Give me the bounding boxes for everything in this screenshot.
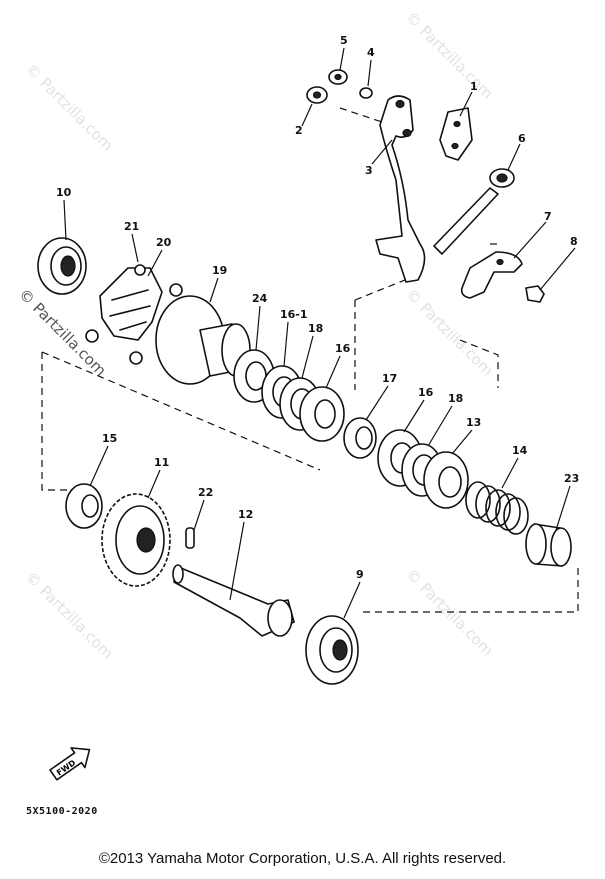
collar-part-17-inner <box>355 426 373 450</box>
seal-part-6-hole <box>496 173 508 183</box>
kick-shaft-group <box>101 493 359 685</box>
shaft-part-12-end <box>172 564 184 584</box>
exploded-parts-diagram: © Partzilla.com © Partzilla.com © Partzi… <box>15 8 579 781</box>
collar-part-23-back <box>525 523 547 565</box>
alignment-line <box>41 351 321 471</box>
callout-5: 5 <box>340 34 348 47</box>
alignment-line <box>41 352 78 491</box>
callout-11: 11 <box>154 456 169 469</box>
callout-7: 7 <box>544 210 552 223</box>
callout-12: 12 <box>238 508 253 521</box>
callout-3: 3 <box>365 164 373 177</box>
link-plate-part-1 <box>439 107 473 161</box>
shift-drum-group <box>37 237 183 529</box>
link-plate-hole <box>451 142 459 150</box>
callout-18: 18 <box>448 392 463 405</box>
callout-10: 10 <box>56 186 72 199</box>
callout-9: 9 <box>356 568 364 581</box>
drum-part-20-grooves <box>109 289 151 331</box>
shift-arm-part-3 <box>375 95 426 283</box>
drum-part-20 <box>99 267 163 341</box>
link-plate-hole <box>453 120 461 128</box>
washer-part-16 <box>299 386 345 442</box>
callout-16: 16 <box>418 386 434 399</box>
callout-18: 18 <box>308 322 323 335</box>
callout-19: 19 <box>212 264 227 277</box>
assembly-lines <box>41 107 579 613</box>
bearing-part-10-bore <box>60 255 76 277</box>
callout-22: 22 <box>198 486 213 499</box>
collar-part-15-inner <box>81 494 99 518</box>
copyright-notice: ©2013 Yamaha Motor Corporation, U.S.A. A… <box>98 850 507 867</box>
nut-part-5-hole <box>334 73 342 81</box>
alignment-line <box>459 339 499 388</box>
callout-6: 6 <box>518 132 526 145</box>
stopper-lever-hole <box>496 258 504 266</box>
callout-24: 24 <box>252 292 268 305</box>
shaft-part-12-collar <box>267 599 293 637</box>
ball <box>129 351 143 365</box>
ratchet-part-13-inner <box>438 466 462 498</box>
diagram-code: 5X5100-2020 <box>26 806 98 817</box>
watermark: © Partzilla.com <box>402 8 497 103</box>
alignment-line <box>360 568 579 613</box>
leader-lines <box>63 47 576 619</box>
spring-part-14 <box>465 481 529 535</box>
callout-labels: 5 4 1 2 6 3 10 7 21 8 20 19 24 16-1 18 1… <box>56 34 579 581</box>
ball <box>169 283 183 297</box>
collar-part-23-face <box>550 527 572 567</box>
washer-part-16-inner <box>314 399 336 429</box>
bearing-part-10-inner <box>50 246 82 286</box>
collar-part-15 <box>65 483 103 529</box>
main-axis-parts <box>155 295 572 567</box>
callout-8: 8 <box>570 235 578 248</box>
bearing-part-9 <box>305 615 359 685</box>
gear-part-11-bore <box>136 527 156 553</box>
bearing-part-9-bore <box>332 639 348 661</box>
watermark: © Partzilla.com <box>402 285 497 380</box>
callout-2: 2 <box>295 124 303 137</box>
fwd-arrow: FWD <box>49 747 91 781</box>
callout-16-1: 16-1 <box>280 308 308 321</box>
stopper-lever-part-7 <box>460 251 523 299</box>
callout-4: 4 <box>367 46 375 59</box>
ball-part-21 <box>134 264 146 276</box>
shift-arm-pivot <box>402 128 412 138</box>
alignment-line <box>354 277 411 301</box>
callout-23: 23 <box>564 472 579 485</box>
alignment-line <box>339 107 395 127</box>
watermark: © Partzilla.com <box>22 568 117 663</box>
callout-1: 1 <box>470 80 478 93</box>
callout-20: 20 <box>156 236 172 249</box>
callout-15: 15 <box>102 432 117 445</box>
callout-16: 16 <box>335 342 351 355</box>
callout-13: 13 <box>466 416 481 429</box>
callout-14: 14 <box>512 444 528 457</box>
shift-pedal-assembly <box>306 69 545 303</box>
callout-17: 17 <box>382 372 397 385</box>
callout-21: 21 <box>124 220 139 233</box>
shift-arm-pivot <box>395 99 405 109</box>
pin-part-22 <box>185 527 195 549</box>
shift-shaft <box>433 187 499 255</box>
collar-part-2-hole <box>312 91 322 99</box>
bearing-part-9-inner <box>319 627 353 673</box>
bolt-part-8 <box>525 285 545 303</box>
washer-part-4 <box>359 87 373 99</box>
watermark: © Partzilla.com <box>22 60 117 155</box>
ball <box>85 329 99 343</box>
